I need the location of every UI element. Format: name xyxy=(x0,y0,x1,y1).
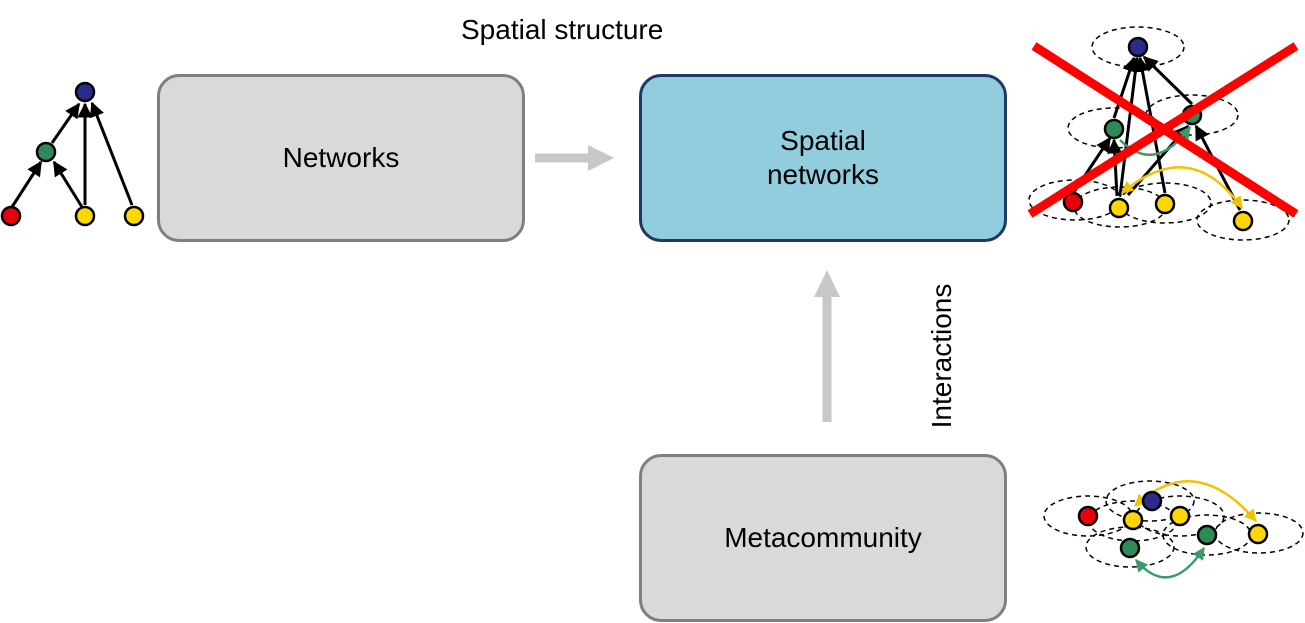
spatial-networks-line1: Spatial xyxy=(780,125,866,156)
metacommunity-box: Metacommunity xyxy=(639,454,1007,622)
arrow-networks-to-spatial xyxy=(535,145,614,171)
metacommunity-label: Metacommunity xyxy=(724,522,922,553)
arrow-metacommunity-to-spatial xyxy=(814,270,840,422)
spatial-networks-label: Spatial networks xyxy=(767,124,879,192)
spatial-networks-line2: networks xyxy=(766,159,880,190)
networks-box: Networks xyxy=(157,74,525,242)
networks-label: Networks xyxy=(282,142,400,173)
spatial-networks-box: Spatial networks xyxy=(639,74,1007,242)
spatial-structure-label: Spatial structure xyxy=(461,14,664,45)
food-web-icon xyxy=(0,81,145,227)
crossed-out-icon xyxy=(1027,42,1299,218)
metacommunity-icon xyxy=(1043,480,1304,579)
